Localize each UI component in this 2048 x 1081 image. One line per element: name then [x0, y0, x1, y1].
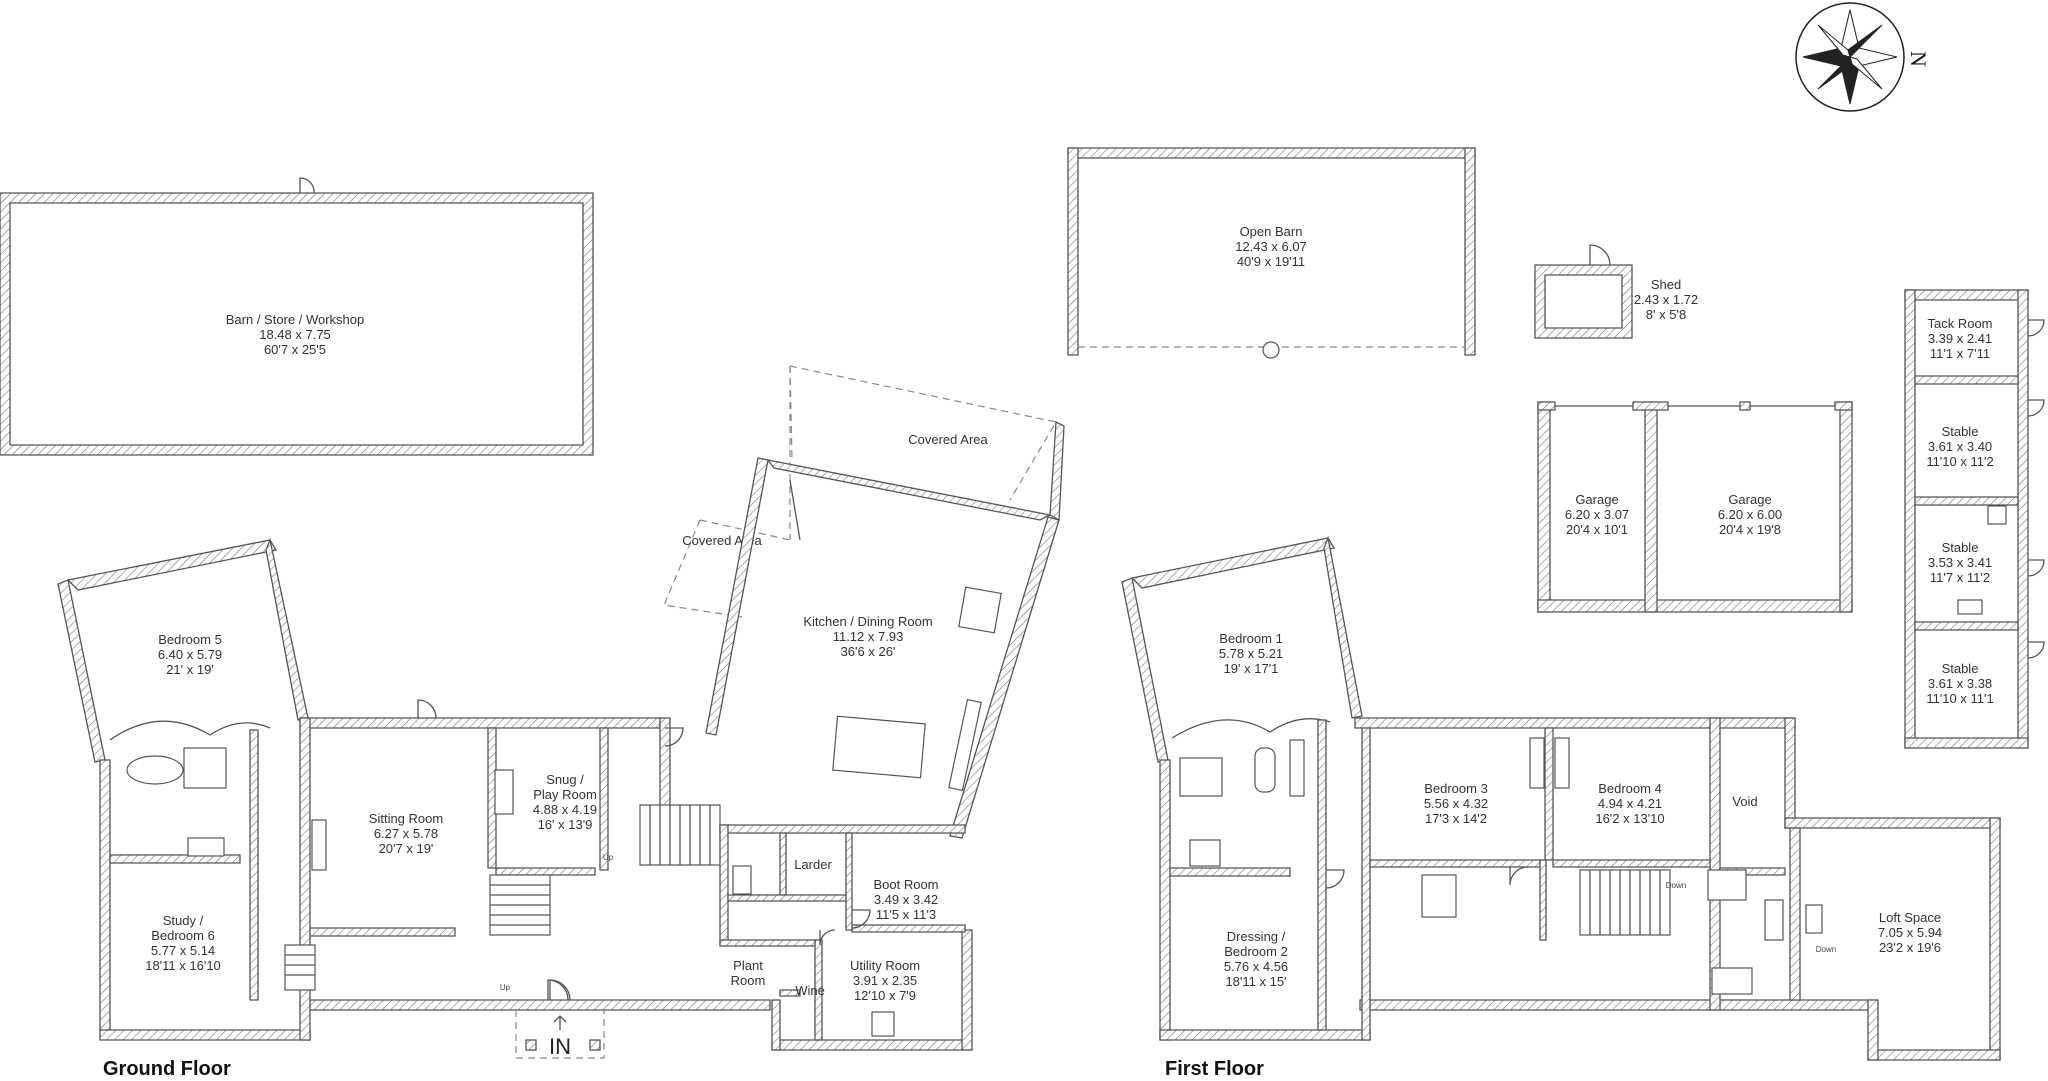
covered-area-1-label: Covered Area [908, 432, 988, 447]
sitting-name: Sitting Room [369, 811, 443, 826]
stable1-imperial: 11'10 x 11'2 [1926, 454, 1993, 469]
stable1-metric: 3.61 x 3.40 [1928, 439, 1992, 454]
open-barn: Open Barn 12.43 x 6.07 40'9 x 19'11 [1067, 147, 1476, 359]
wine-label: Wine [795, 983, 825, 998]
entrance-label: IN [549, 1034, 571, 1059]
garages: Garage 6.20 x 3.07 20'4 x 10'1 Garage 6.… [1537, 401, 1853, 613]
stable2-name: Stable [1942, 540, 1979, 555]
bedroom1-metric: 5.78 x 5.21 [1219, 646, 1283, 661]
dressing-name-1: Dressing / [1227, 929, 1286, 944]
service-wing: Larder Boot Room 3.49 x 3.42 11'5 x 11'3… [719, 824, 973, 1051]
stable2-imperial: 11'7 x 11'2 [1930, 570, 1990, 585]
stable1-name: Stable [1942, 424, 1979, 439]
stables: Tack Room 3.39 x 2.41 11'1 x 7'11 Stable… [1904, 289, 2045, 749]
tack-name: Tack Room [1927, 316, 1992, 331]
study-metric: 5.77 x 5.14 [151, 943, 215, 958]
first-floor-house: Down Down Bedroom 1 5.78 x 5.21 19' x 17… [1121, 535, 2001, 1061]
bedroom3-metric: 5.56 x 4.32 [1424, 796, 1488, 811]
snug-metric: 4.88 x 4.19 [533, 802, 597, 817]
garage2-imperial: 20'4 x 19'8 [1719, 522, 1781, 537]
barn-store-workshop: Barn / Store / Workshop 18.48 x 7.75 60'… [0, 177, 594, 456]
utility-imperial: 12'10 x 7'9 [854, 988, 916, 1003]
plant-name-1: Plant [733, 958, 763, 973]
ground-floor-title: Ground Floor [103, 1058, 231, 1080]
larder-label: Larder [794, 857, 832, 872]
compass-rose-icon: N [1795, 2, 1931, 112]
barn-store-metric: 18.48 x 7.75 [259, 327, 331, 342]
bedroom4-metric: 4.94 x 4.21 [1598, 796, 1662, 811]
stairs-first [1579, 869, 1671, 936]
stair-up-label-1: Up [500, 983, 511, 992]
snug-name-2: Play Room [533, 787, 597, 802]
sitting-imperial: 20'7 x 19' [379, 841, 434, 856]
bedroom5-name: Bedroom 5 [158, 632, 222, 647]
snug-name-1: Snug / [546, 772, 584, 787]
bedroom4-imperial: 16'2 x 13'10 [1595, 811, 1664, 826]
utility-name: Utility Room [850, 958, 920, 973]
bedroom1-name: Bedroom 1 [1219, 631, 1283, 646]
bedroom5-imperial: 21' x 19' [166, 662, 214, 677]
stable3-metric: 3.61 x 3.38 [1928, 676, 1992, 691]
shed-metric: 2.43 x 1.72 [1634, 292, 1698, 307]
dressing-metric: 5.76 x 4.56 [1224, 959, 1288, 974]
covered-areas: Covered Area Covered Area [663, 365, 1057, 618]
tack-metric: 3.39 x 2.41 [1928, 331, 1992, 346]
stable3-name: Stable [1942, 661, 1979, 676]
garage2-metric: 6.20 x 6.00 [1718, 507, 1782, 522]
stair-down-label-1: Down [1666, 881, 1686, 890]
sitting-metric: 6.27 x 5.78 [374, 826, 438, 841]
snug-imperial: 16' x 13'9 [538, 817, 593, 832]
open-barn-imperial: 40'9 x 19'11 [1237, 254, 1305, 269]
compass-north-label: N [1906, 51, 1931, 67]
bedroom3-name: Bedroom 3 [1424, 781, 1488, 796]
boot-name: Boot Room [873, 877, 938, 892]
void-label: Void [1732, 794, 1757, 809]
utility-metric: 3.91 x 2.35 [853, 973, 917, 988]
boot-imperial: 11'5 x 11'3 [876, 907, 936, 922]
plant-name-2: Room [731, 973, 766, 988]
open-barn-name: Open Barn [1240, 224, 1303, 239]
barn-store-name: Barn / Store / Workshop [226, 312, 365, 327]
dressing-imperial: 18'11 x 15' [1225, 974, 1286, 989]
garage1-metric: 6.20 x 3.07 [1565, 507, 1629, 522]
study-imperial: 18'11 x 16'10 [145, 958, 221, 973]
loft-imperial: 23'2 x 19'6 [1879, 940, 1941, 955]
shed-name: Shed [1651, 277, 1681, 292]
stair-down-label-2: Down [1816, 945, 1836, 954]
tack-imperial: 11'1 x 7'11 [1930, 346, 1990, 361]
open-barn-metric: 12.43 x 6.07 [1235, 239, 1307, 254]
boot-metric: 3.49 x 3.42 [874, 892, 938, 907]
kitchen-imperial: 36'6 x 26' [841, 644, 896, 659]
kitchen-name: Kitchen / Dining Room [803, 614, 932, 629]
first-floor-title: First Floor [1165, 1058, 1264, 1080]
bedroom4-name: Bedroom 4 [1598, 781, 1662, 796]
garage1-imperial: 20'4 x 10'1 [1566, 522, 1628, 537]
garage2-name: Garage [1728, 492, 1771, 507]
shed-imperial: 8' x 5'8 [1646, 307, 1686, 322]
study-name-2: Bedroom 6 [151, 928, 215, 943]
stair-up-label-2: Up [603, 853, 614, 862]
kitchen-dining-room: Kitchen / Dining Room 11.12 x 7.93 36'6 … [705, 420, 1065, 839]
entrance: IN [515, 979, 605, 1059]
stairs-ground [284, 804, 721, 991]
barn-store-imperial: 60'7 x 25'5 [264, 342, 326, 357]
stable2-metric: 3.53 x 3.41 [1928, 555, 1992, 570]
kitchen-metric: 11.12 x 7.93 [833, 629, 904, 644]
loft-metric: 7.05 x 5.94 [1878, 925, 1942, 940]
loft-name: Loft Space [1879, 910, 1941, 925]
study-name-1: Study / [163, 913, 204, 928]
garage1-name: Garage [1575, 492, 1618, 507]
shed: Shed 2.43 x 1.72 8' x 5'8 [1534, 244, 1698, 339]
dressing-name-2: Bedroom 2 [1224, 944, 1288, 959]
bedroom5-metric: 6.40 x 5.79 [158, 647, 222, 662]
ground-floor-house: Up Up Bedroom 5 6.40 x 5.79 21' x 19' Si… [57, 537, 771, 1041]
bedroom3-imperial: 17'3 x 14'2 [1425, 811, 1487, 826]
stable3-imperial: 11'10 x 11'1 [1926, 691, 1993, 706]
bedroom1-imperial: 19' x 17'1 [1224, 661, 1279, 676]
